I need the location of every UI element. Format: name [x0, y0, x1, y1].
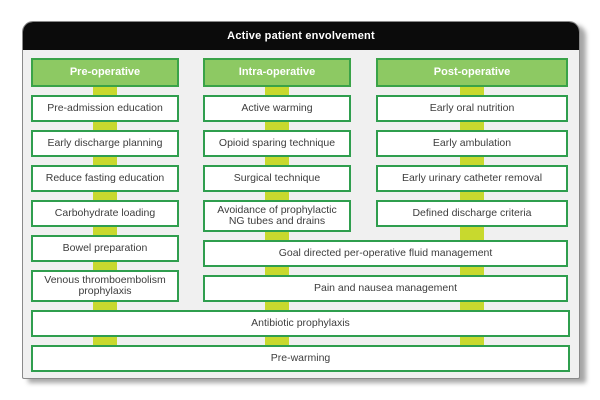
diagram-panel: Active patient envolvement Pre-operative…	[22, 21, 580, 379]
connector-row	[376, 191, 568, 201]
column-intra-operative: Intra-operative Active warming Opioid sp…	[203, 58, 351, 232]
connector-row	[376, 156, 568, 166]
connector-row	[31, 301, 570, 311]
connector-row	[203, 121, 351, 131]
mid-right-columns: Intra-operative Active warming Opioid sp…	[203, 58, 568, 232]
box-active-warming: Active warming	[203, 95, 351, 122]
box-early-ambulation: Early ambulation	[376, 130, 568, 157]
box-early-oral-nutrition: Early oral nutrition	[376, 95, 568, 122]
connector-tab	[460, 225, 484, 241]
box-goal-directed-fluid-management: Goal directed per-operative fluid manage…	[203, 240, 568, 267]
connector-tab	[265, 121, 289, 131]
connector-tab	[460, 266, 484, 276]
box-early-discharge-planning: Early discharge planning	[31, 130, 179, 157]
connector-tab	[93, 121, 117, 131]
columns-grid: Pre-operative Pre-admission education Ea…	[31, 58, 570, 302]
box-avoidance-ng-tubes-drains: Avoidance of prophylactic NG tubes and d…	[203, 200, 351, 232]
connector-row	[203, 191, 351, 201]
box-pre-admission-education: Pre-admission education	[31, 95, 179, 122]
connector-row	[31, 336, 570, 346]
column-pre-operative: Pre-operative Pre-admission education Ea…	[31, 58, 179, 302]
column-post-operative: Post-operative Early oral nutrition Earl…	[376, 58, 568, 232]
phase-header-intra-operative: Intra-operative	[203, 58, 351, 87]
title-bar: Active patient envolvement	[23, 22, 579, 50]
connector-row	[376, 121, 568, 131]
connector-tab	[93, 86, 117, 96]
diagram-title: Active patient envolvement	[227, 30, 375, 42]
box-surgical-technique: Surgical technique	[203, 165, 351, 192]
connector-row	[31, 191, 179, 201]
diagram-body: Pre-operative Pre-admission education Ea…	[23, 50, 579, 378]
connector-tab	[460, 121, 484, 131]
connector-tab	[460, 301, 484, 311]
connector-row	[203, 266, 568, 276]
connector-tab	[93, 261, 117, 271]
connector-tab	[460, 86, 484, 96]
connector-tab	[93, 226, 117, 236]
box-early-urinary-catheter-removal: Early urinary catheter removal	[376, 165, 568, 192]
connector-tab	[265, 86, 289, 96]
connector-row	[31, 226, 179, 236]
connector-tab	[460, 336, 484, 346]
connector-tab	[460, 191, 484, 201]
connector-tab	[460, 156, 484, 166]
connector-tab	[265, 156, 289, 166]
connector-tab	[93, 336, 117, 346]
phase-header-post-operative: Post-operative	[376, 58, 568, 87]
box-pain-and-nausea-management: Pain and nausea management	[203, 275, 568, 302]
connector-tab	[265, 336, 289, 346]
box-venous-thromboembolism-prophylaxis: Venous thromboembolism prophylaxis	[31, 270, 179, 302]
column-gap	[351, 58, 376, 232]
box-antibiotic-prophylaxis: Antibiotic prophylaxis	[31, 310, 570, 337]
box-reduce-fasting-education: Reduce fasting education	[31, 165, 179, 192]
connector-row	[203, 156, 351, 166]
connector-tab	[265, 266, 289, 276]
connector-row	[203, 225, 568, 241]
phase-header-pre-operative: Pre-operative	[31, 58, 179, 87]
box-defined-discharge-criteria: Defined discharge criteria	[376, 200, 568, 227]
connector-row	[31, 121, 179, 131]
connector-row	[31, 261, 179, 271]
connector-tab	[265, 231, 289, 241]
box-carbohydrate-loading: Carbohydrate loading	[31, 200, 179, 227]
box-opioid-sparing-technique: Opioid sparing technique	[203, 130, 351, 157]
box-pre-warming: Pre-warming	[31, 345, 570, 372]
column-gap	[179, 58, 203, 302]
connector-tab	[93, 156, 117, 166]
connector-row	[376, 86, 568, 96]
connector-row	[31, 86, 179, 96]
connector-tab	[93, 191, 117, 201]
box-bowel-preparation: Bowel preparation	[31, 235, 179, 262]
connector-tab	[265, 191, 289, 201]
connector-tab	[93, 301, 117, 311]
connector-row	[203, 86, 351, 96]
connector-row	[31, 156, 179, 166]
mid-right-section: Intra-operative Active warming Opioid sp…	[203, 58, 568, 302]
connector-tab	[265, 301, 289, 311]
